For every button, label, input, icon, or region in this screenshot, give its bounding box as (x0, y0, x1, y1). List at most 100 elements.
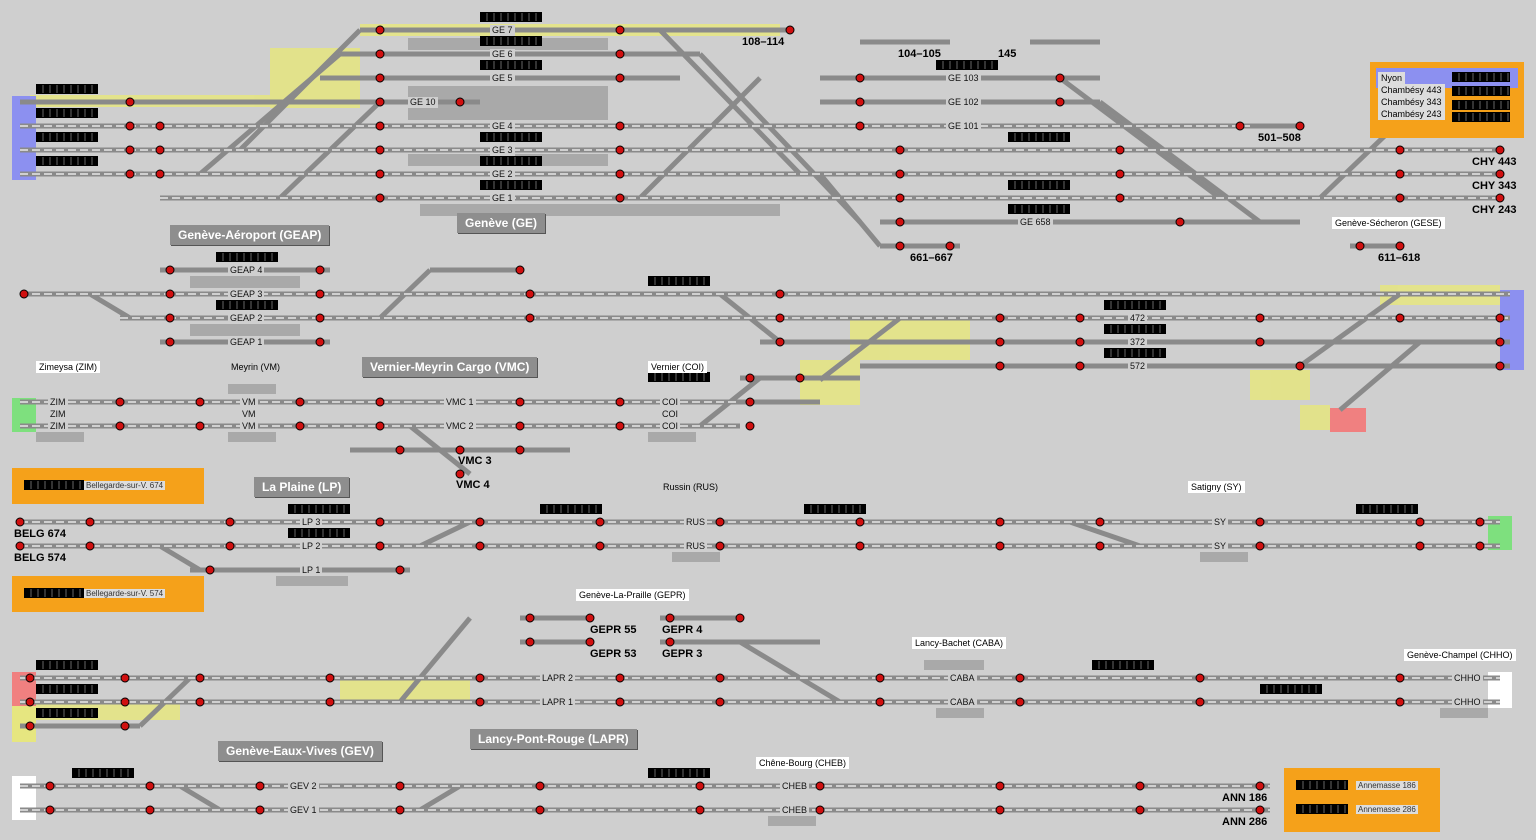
signal[interactable] (45, 805, 55, 815)
signal[interactable] (525, 637, 535, 647)
signal[interactable] (715, 541, 725, 551)
track-ge2[interactable]: GE 2 (490, 169, 515, 180)
signal[interactable] (665, 613, 675, 623)
track-ge102[interactable]: GE 102 (946, 97, 981, 108)
track-ge101[interactable]: GE 101 (946, 121, 981, 132)
signal[interactable] (525, 613, 535, 623)
signal[interactable] (375, 73, 385, 83)
signal[interactable] (1255, 337, 1265, 347)
track-vmc1[interactable]: VMC 1 (444, 397, 476, 408)
signal[interactable] (515, 397, 525, 407)
track-zim[interactable]: ZIM (48, 421, 68, 432)
signal[interactable] (25, 721, 35, 731)
track-ge103[interactable]: GE 103 (946, 73, 981, 84)
signal[interactable] (375, 193, 385, 203)
signal[interactable] (615, 673, 625, 683)
route-104-105[interactable]: 104–105 (898, 48, 941, 60)
signal[interactable] (255, 781, 265, 791)
track-ge10[interactable]: GE 10 (408, 97, 438, 108)
signal[interactable] (855, 97, 865, 107)
signal[interactable] (315, 337, 325, 347)
signal[interactable] (19, 289, 29, 299)
signal[interactable] (615, 73, 625, 83)
track-sy[interactable]: SY (1212, 517, 1229, 528)
signal[interactable] (745, 373, 755, 383)
signal[interactable] (1495, 193, 1505, 203)
track-geap3[interactable]: GEAP 3 (228, 289, 265, 300)
track-vm[interactable]: VM (240, 397, 258, 408)
signal[interactable] (995, 313, 1005, 323)
signal[interactable] (1475, 517, 1485, 527)
exit-gepr3[interactable]: GEPR 3 (662, 648, 703, 660)
signal[interactable] (315, 313, 325, 323)
signal[interactable] (715, 673, 725, 683)
signal[interactable] (585, 613, 595, 623)
signal[interactable] (615, 49, 625, 59)
signal[interactable] (1195, 697, 1205, 707)
signal[interactable] (1135, 781, 1145, 791)
signal[interactable] (585, 637, 595, 647)
track-572[interactable]: 572 (1128, 361, 1148, 372)
signal[interactable] (120, 697, 130, 707)
signal[interactable] (615, 25, 625, 35)
signal[interactable] (815, 805, 825, 815)
exit-chy343[interactable]: CHY 343 (1472, 180, 1517, 192)
signal[interactable] (895, 217, 905, 227)
signal[interactable] (775, 289, 785, 299)
signal[interactable] (165, 289, 175, 299)
track-lp1[interactable]: LP 1 (300, 565, 323, 576)
signal[interactable] (1495, 313, 1505, 323)
track-ge1[interactable]: GE 1 (490, 193, 515, 204)
signal[interactable] (195, 397, 205, 407)
track-ge658[interactable]: GE 658 (1018, 217, 1053, 228)
signal[interactable] (1395, 241, 1405, 251)
signal[interactable] (1255, 313, 1265, 323)
track-coi[interactable]: COI (660, 421, 681, 432)
track-caba[interactable]: CABA (948, 673, 977, 684)
signal[interactable] (745, 397, 755, 407)
track-lp3[interactable]: LP 3 (300, 517, 323, 528)
track-chho[interactable]: CHHO (1452, 697, 1483, 708)
exit-belg674[interactable]: BELG 674 (14, 528, 66, 540)
signal[interactable] (1115, 193, 1125, 203)
signal[interactable] (875, 697, 885, 707)
signal[interactable] (815, 781, 825, 791)
signal[interactable] (225, 517, 235, 527)
signal[interactable] (1175, 217, 1185, 227)
signal[interactable] (1395, 145, 1405, 155)
signal[interactable] (995, 337, 1005, 347)
track-coi[interactable]: COI (660, 409, 681, 420)
signal[interactable] (1415, 517, 1425, 527)
signal[interactable] (895, 193, 905, 203)
signal[interactable] (1135, 805, 1145, 815)
exit-ann186[interactable]: ANN 186 (1222, 792, 1268, 804)
track-sy[interactable]: SY (1212, 541, 1229, 552)
exit-gepr4[interactable]: GEPR 4 (662, 624, 703, 636)
track-cheb[interactable]: CHEB (780, 781, 810, 792)
signal[interactable] (515, 265, 525, 275)
signal[interactable] (1095, 541, 1105, 551)
signal[interactable] (375, 97, 385, 107)
signal[interactable] (375, 121, 385, 131)
signal[interactable] (1495, 337, 1505, 347)
signal[interactable] (795, 373, 805, 383)
signal[interactable] (15, 517, 25, 527)
signal[interactable] (475, 541, 485, 551)
signal[interactable] (855, 73, 865, 83)
signal[interactable] (115, 397, 125, 407)
signal[interactable] (155, 121, 165, 131)
signal[interactable] (1055, 97, 1065, 107)
signal[interactable] (1015, 697, 1025, 707)
signal[interactable] (295, 397, 305, 407)
track-vm[interactable]: VM (240, 421, 258, 432)
signal[interactable] (375, 169, 385, 179)
signal[interactable] (120, 721, 130, 731)
signal[interactable] (735, 613, 745, 623)
signal[interactable] (1015, 673, 1025, 683)
track-rus[interactable]: RUS (684, 541, 708, 552)
signal[interactable] (855, 541, 865, 551)
signal[interactable] (125, 97, 135, 107)
signal[interactable] (1115, 169, 1125, 179)
signal[interactable] (945, 241, 955, 251)
track-ge5[interactable]: GE 5 (490, 73, 515, 84)
